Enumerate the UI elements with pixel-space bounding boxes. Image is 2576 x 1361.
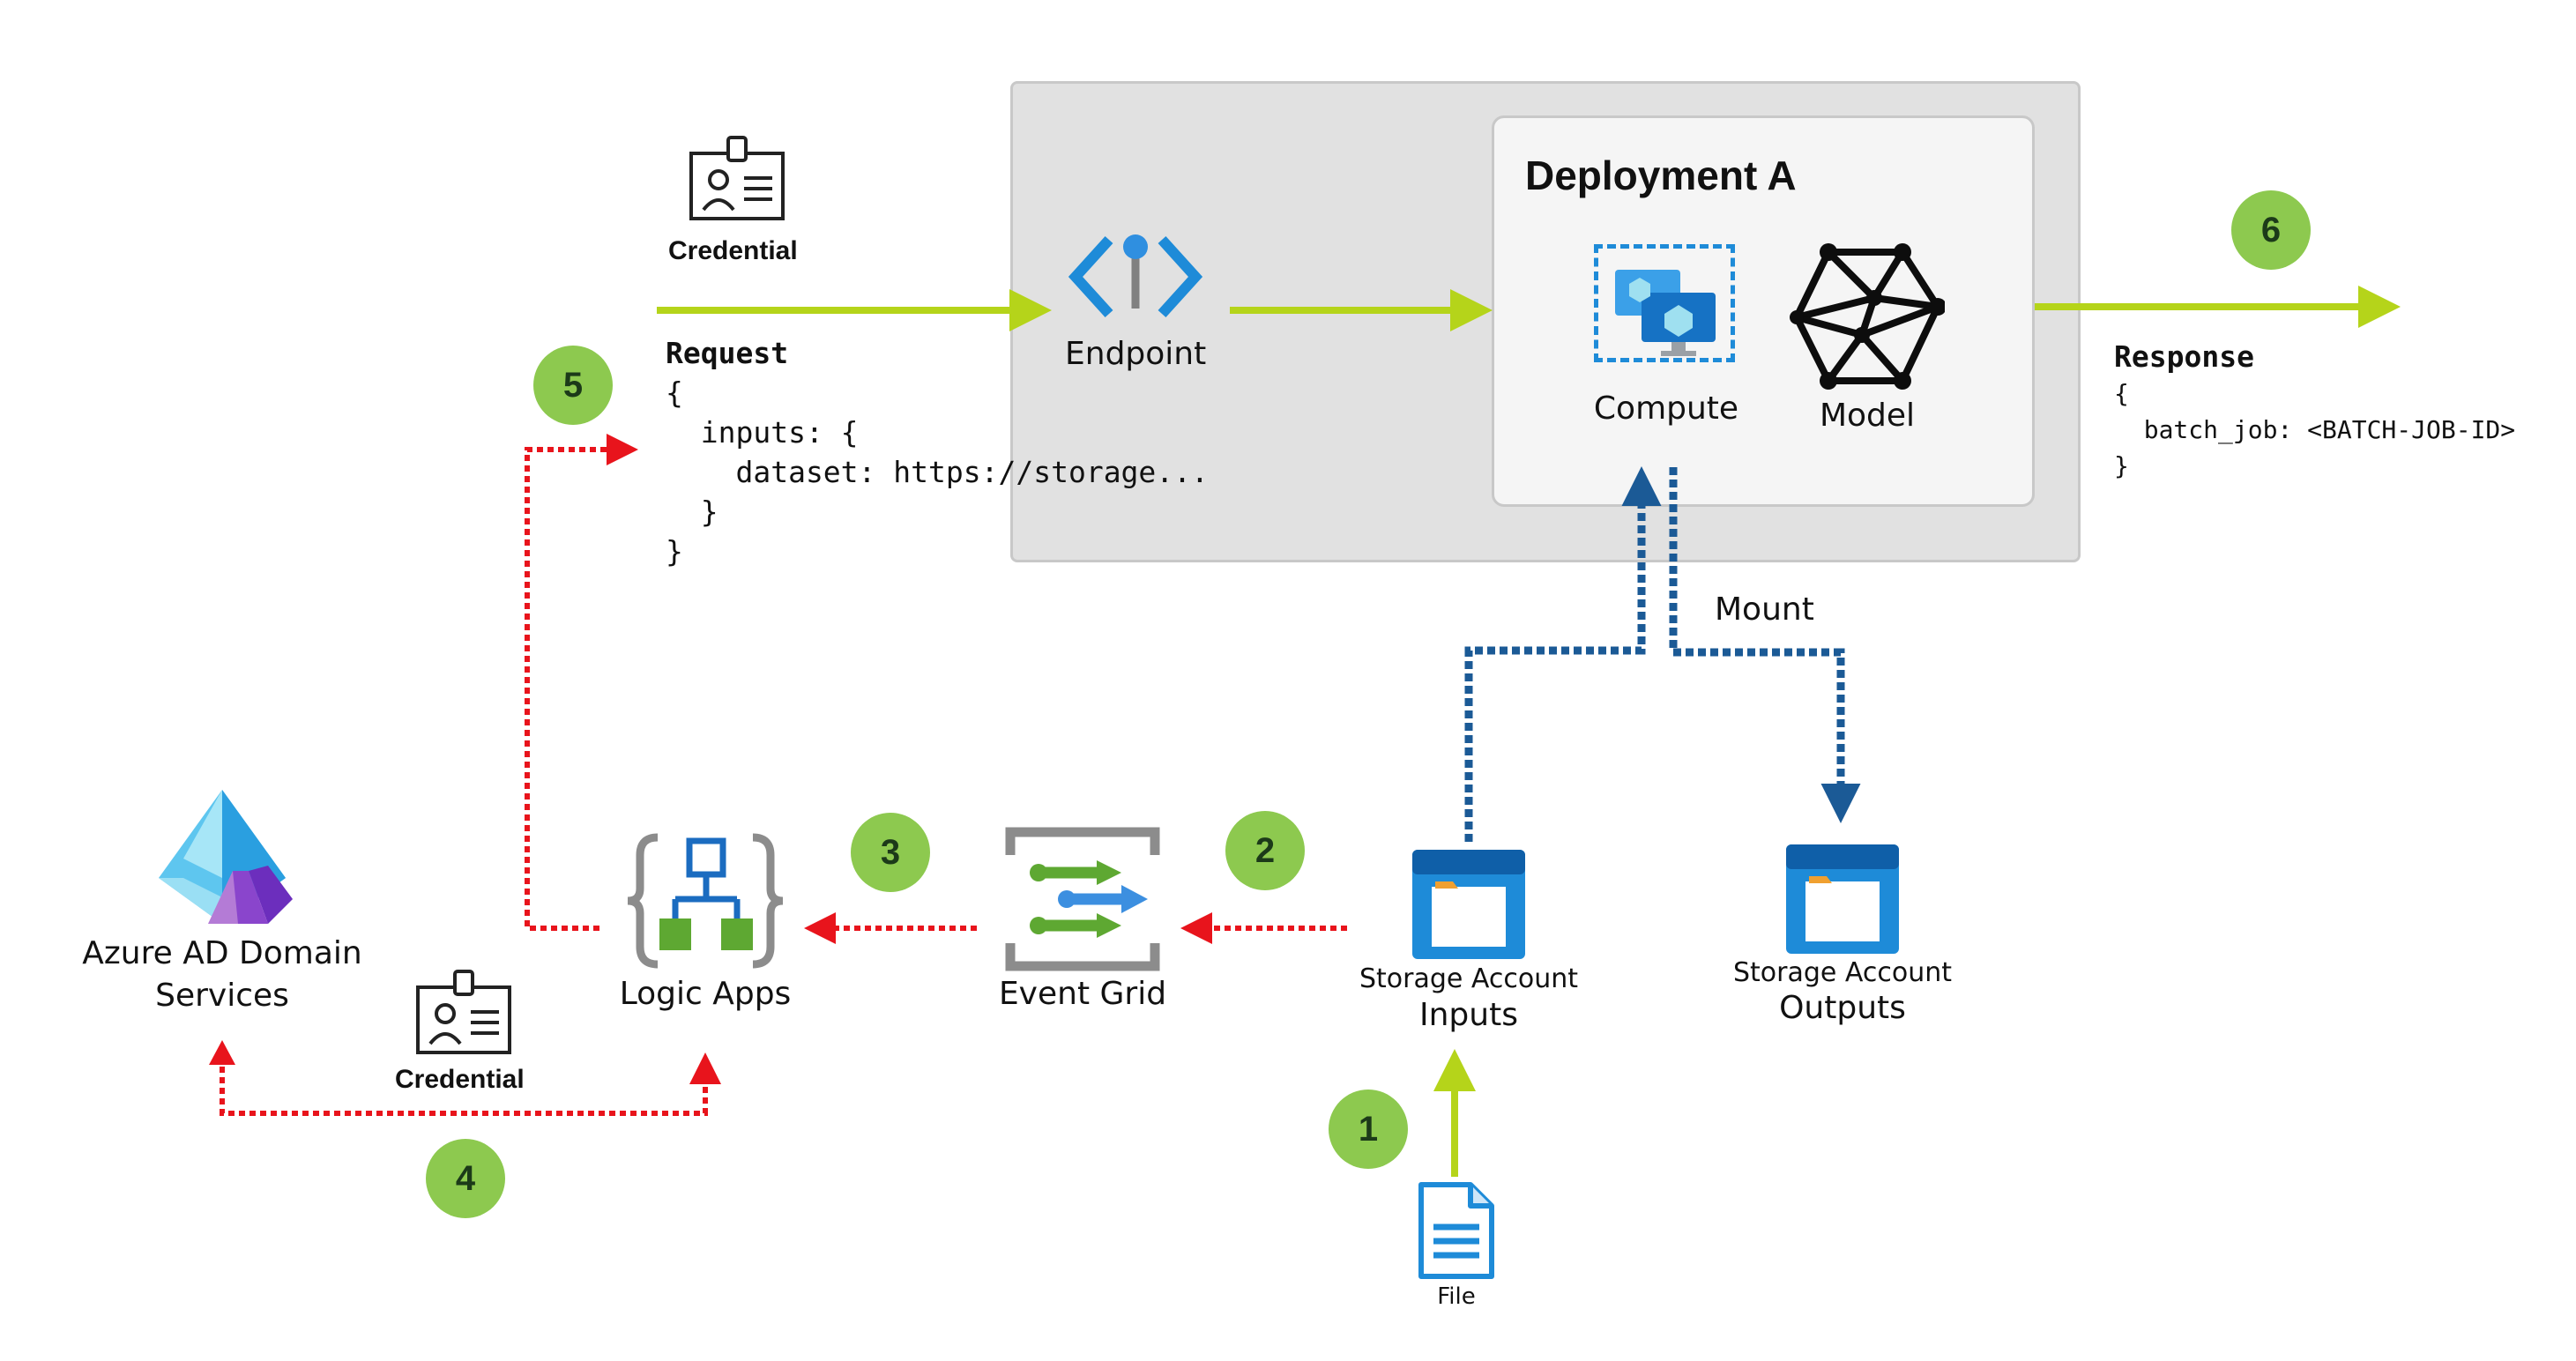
compute-icon bbox=[1615, 270, 1716, 356]
step-badge-3: 3 bbox=[851, 813, 930, 892]
request-heading: Request bbox=[666, 336, 789, 370]
file-label: File bbox=[1437, 1283, 1476, 1310]
endpoint-icon bbox=[1068, 234, 1203, 318]
step-badge-4: 4 bbox=[426, 1139, 505, 1218]
model-label: Model bbox=[1819, 398, 1916, 434]
compute-selection-frame bbox=[1594, 244, 1735, 362]
compute-label: Compute bbox=[1593, 390, 1739, 427]
request-line: { bbox=[666, 376, 683, 410]
outputs-mount-arrow bbox=[1669, 467, 1861, 823]
credential-label: Credential bbox=[395, 1065, 525, 1094]
model-icon bbox=[1790, 243, 1945, 390]
logic-apps-icon bbox=[627, 833, 784, 969]
aad-arrowhead bbox=[209, 1040, 235, 1065]
mount-label: Mount bbox=[1715, 591, 1814, 628]
request-line: inputs: { bbox=[666, 415, 859, 450]
storage-outputs-label-line1: Storage Account bbox=[1732, 957, 1953, 988]
request-line: dataset: https://storage... bbox=[666, 455, 1209, 489]
response-heading: Response bbox=[2114, 339, 2254, 374]
request-line: } bbox=[666, 495, 718, 529]
step-badge-6: 6 bbox=[2231, 190, 2311, 270]
event-grid-label: Event Grid bbox=[998, 976, 1167, 1012]
credential-icon bbox=[416, 970, 511, 1054]
response-line: } bbox=[2114, 451, 2129, 480]
step-badge-5: 5 bbox=[533, 346, 613, 425]
aad-label-line1: Azure AD Domain bbox=[82, 935, 362, 971]
storage-account-outputs-icon bbox=[1786, 844, 1899, 954]
aad-label-line2: Services bbox=[155, 978, 289, 1014]
request-line: } bbox=[666, 534, 683, 569]
response-line: { bbox=[2114, 379, 2129, 408]
storage-inputs-label-line1: Storage Account bbox=[1359, 963, 1579, 994]
storage-inputs-label-line2: Inputs bbox=[1419, 997, 1518, 1033]
credential-icon bbox=[689, 136, 785, 220]
aad-logicapps-auth-arrow bbox=[220, 1052, 721, 1116]
logicapps-to-request-arrow bbox=[525, 434, 638, 931]
inputs-mount-arrow bbox=[1464, 466, 1662, 842]
credential-label: Credential bbox=[668, 236, 798, 265]
logic-apps-label: Logic Apps bbox=[619, 976, 792, 1012]
endpoint-label: Endpoint bbox=[1065, 336, 1207, 372]
response-line: batch_job: <BATCH-JOB-ID> bbox=[2114, 415, 2516, 444]
deployment-title: Deployment A bbox=[1525, 152, 1797, 198]
file-icon bbox=[1418, 1182, 1494, 1279]
storage-account-inputs-icon bbox=[1412, 850, 1525, 959]
step-badge-1: 1 bbox=[1329, 1090, 1408, 1169]
event-grid-icon bbox=[1005, 827, 1160, 971]
azure-ad-domain-services-icon bbox=[159, 790, 293, 924]
storage-outputs-label-line2: Outputs bbox=[1779, 990, 1906, 1026]
step-badge-2: 2 bbox=[1225, 811, 1305, 890]
